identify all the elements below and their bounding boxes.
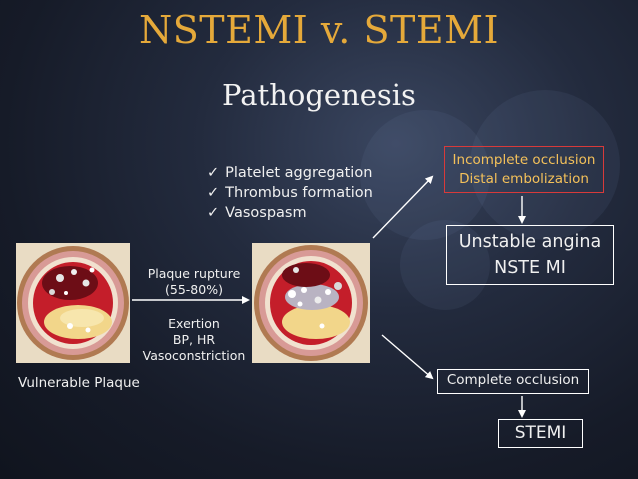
bokeh-decor: [470, 90, 620, 240]
slide-subtitle: Pathogenesis: [222, 78, 416, 112]
arrow-to-complete: [381, 334, 434, 380]
trigger-label-line: Vasoconstriction: [142, 348, 246, 363]
check-icon: ✓: [207, 165, 220, 181]
ruptured-plaque-illustration: [252, 243, 370, 363]
box-line: Distal embolization: [459, 171, 589, 187]
checklist-item: ✓ Vasospasm: [207, 203, 373, 223]
slide-title: NSTEMI v. STEMI: [138, 8, 500, 52]
box-line: Incomplete occlusion: [452, 152, 596, 168]
check-icon: ✓: [207, 185, 220, 201]
bokeh-decor: [400, 220, 490, 310]
checklist-item: ✓ Thrombus formation: [207, 183, 373, 203]
trigger-label: Exertion BP, HR Vasoconstriction: [130, 316, 258, 364]
checklist-item: ✓ Platelet aggregation: [207, 163, 373, 183]
checklist-item-text: Vasospasm: [225, 205, 307, 221]
vulnerable-plaque-label: Vulnerable Plaque: [18, 375, 140, 391]
rupture-label-line: Plaque rupture: [147, 266, 241, 281]
checklist-item-text: Thrombus formation: [225, 185, 373, 201]
stemi-box: STEMI: [498, 419, 583, 448]
checklist-item-text: Platelet aggregation: [225, 165, 373, 181]
complete-occlusion-box: Complete occlusion: [437, 369, 589, 394]
arrow-to-incomplete: [372, 175, 434, 239]
unstable-angina-box: Unstable angina NSTE MI: [446, 225, 614, 285]
rupture-percent-label: (55-80%): [165, 282, 223, 297]
box-line: Unstable angina: [458, 232, 602, 252]
check-icon: ✓: [207, 205, 220, 221]
rupture-label: Plaque rupture (55-80%): [130, 266, 258, 298]
vulnerable-plaque-illustration: [16, 243, 130, 363]
trigger-label-line: Exertion: [168, 316, 220, 331]
box-line: NSTE MI: [494, 258, 566, 278]
trigger-label-line: BP, HR: [172, 332, 216, 347]
mechanism-checklist: ✓ Platelet aggregation ✓ Thrombus formatio…: [207, 163, 373, 223]
incomplete-occlusion-box: Incomplete occlusion Distal embolization: [444, 146, 604, 193]
bokeh-decor: [360, 110, 490, 240]
